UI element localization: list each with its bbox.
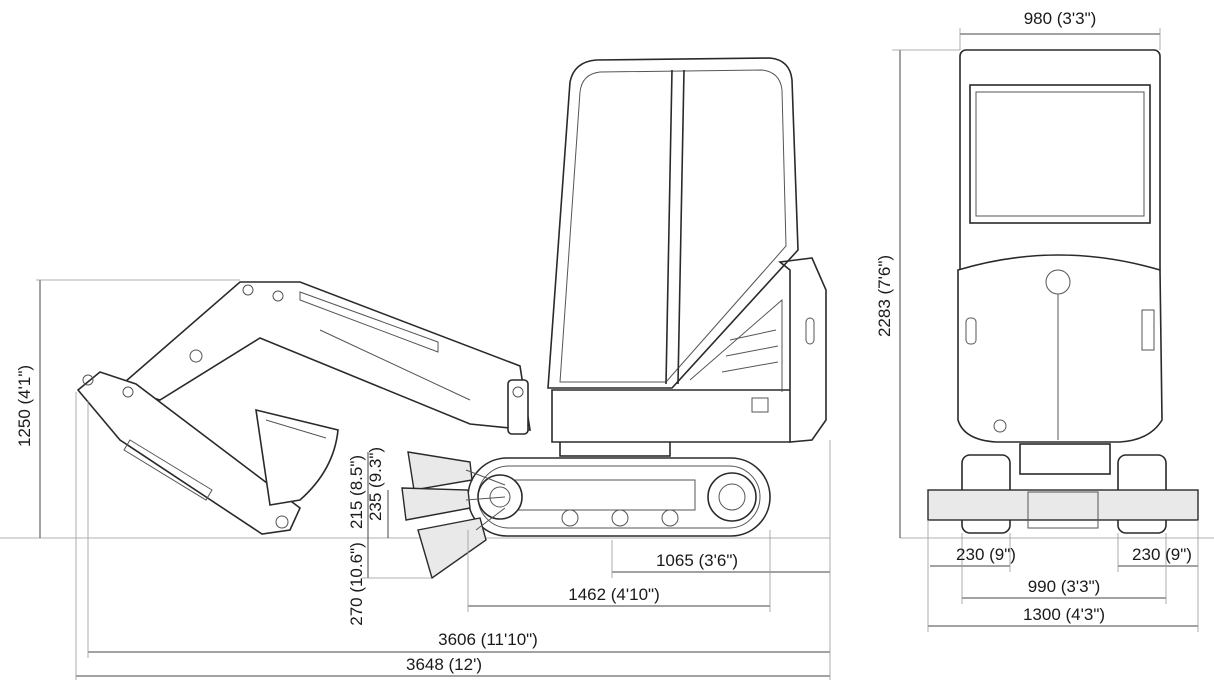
label-990: 990 (3'3") [1028,577,1101,596]
dipper-arm [76,371,301,535]
boom-foot [507,379,529,435]
front-lamp-right [1141,309,1155,351]
label-1300: 1300 (4'3") [1023,605,1105,624]
blade-arm-2 [465,496,506,501]
label-1462: 1462 (4'10") [568,585,660,604]
label-1065: 1065 (3'6") [656,551,738,570]
front-body [957,254,1163,443]
label-3648: 3648 (12') [406,655,482,674]
blade-arm-1 [465,469,506,486]
label-270: 270 (10.6") [347,542,366,626]
cab-side-panel [689,298,783,392]
roller-1 [561,509,579,527]
boom-pin-4 [189,349,203,363]
arm-cylinder [123,439,213,501]
label-230-left: 230 (9") [956,545,1016,564]
idler-hub [489,486,511,508]
cab-inner [559,69,787,383]
cab [547,57,799,392]
front-blade [927,489,1199,521]
roller-3 [661,509,679,527]
cab-pillar [665,69,673,385]
blade-lowered [417,517,487,580]
side-view [76,57,827,580]
engine-hood [778,257,827,443]
arm-pin-2 [122,386,134,398]
front-windshield [969,84,1151,224]
boom-pin-2 [272,290,284,302]
front-blade-center [1027,491,1099,529]
drive-sprocket [707,472,757,522]
label-235: 235 (9.3") [366,447,385,521]
roller-2 [611,509,629,527]
label-230-right: 230 (9") [1132,545,1192,564]
boom-pin-3 [512,386,524,398]
cab-pillar-2 [677,69,685,385]
label-3606: 3606 (11'10") [438,630,538,649]
track-side [467,457,771,537]
arm-pin-1 [82,374,94,386]
boom-rib [319,329,471,401]
front-view [927,49,1199,534]
dozer-blade [401,451,506,580]
front-windshield-inner [975,91,1145,217]
bucket [255,408,339,506]
cab-grille [721,329,779,373]
front-pin [993,419,1007,433]
blade-raised [407,451,473,491]
badge-plate [751,397,769,413]
boom-pin-1 [242,284,254,296]
arm-body [76,371,301,535]
blade-ground [401,487,471,521]
sprocket-hub [718,483,746,511]
label-215: 215 (8.5") [347,455,366,529]
front-handle-left [965,317,977,345]
label-2283: 2283 (7'6") [875,255,894,337]
front-undercarriage [1019,443,1111,475]
label-1250: 1250 (4'1") [15,365,34,447]
label-980: 980 (3'3") [1024,9,1097,28]
arm-pin-3 [275,515,289,529]
blade-arm-3 [475,507,506,531]
boom [116,281,531,435]
hood-latch [805,317,815,345]
boom-body [116,281,531,431]
cab-outer [547,57,799,389]
boom-cylinder [299,291,439,353]
bucket-teeth [265,419,327,439]
